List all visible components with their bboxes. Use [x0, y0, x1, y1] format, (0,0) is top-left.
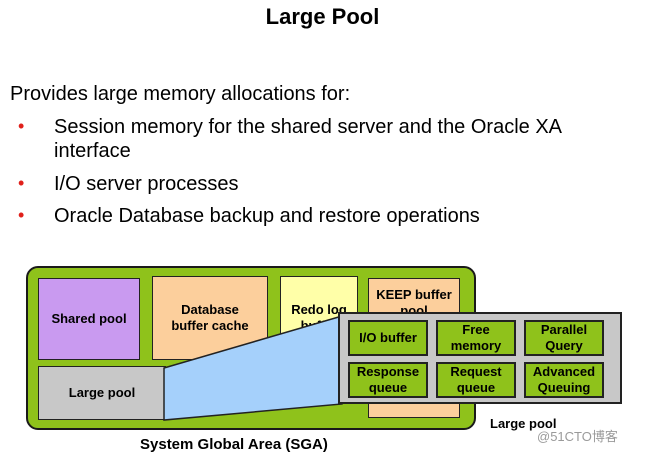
bullet-text: I/O server processes [54, 173, 239, 195]
bullet-item: • Session memory for the shared server a… [18, 115, 634, 163]
bullet-text: Oracle Database backup and restore opera… [54, 205, 480, 227]
request-queue-box: Request queue [436, 362, 516, 398]
bullet-dot-icon: • [18, 116, 25, 136]
shared-pool-box: Shared pool [38, 278, 140, 360]
io-buffer-box: I/O buffer [348, 320, 428, 356]
bullet-item: • I/O server processes [18, 172, 634, 196]
zoom-wedge-shape [163, 314, 343, 421]
free-memory-box: Free memory [436, 320, 516, 356]
large-pool-detail: I/O buffer Free memory Parallel Query Re… [338, 312, 622, 404]
watermark: @51CTO博客 [537, 429, 618, 444]
slide-title: Large Pool [265, 4, 380, 29]
large-pool-box: Large pool [38, 366, 166, 420]
database-buffer-cache-box: Database buffer cache [152, 276, 268, 360]
sga-label: System Global Area (SGA) [140, 436, 328, 453]
parallel-query-box: Parallel Query [524, 320, 604, 356]
large-pool-detail-label: Large pool [490, 416, 557, 431]
bullet-text: Session memory for the shared server and… [54, 116, 561, 162]
bullet-item: • Oracle Database backup and restore ope… [18, 204, 634, 228]
advanced-queuing-box: Advanced Queuing [524, 362, 604, 398]
bullet-dot-icon: • [18, 205, 25, 225]
response-queue-box: Response queue [348, 362, 428, 398]
intro-text: Provides large memory allocations for: [10, 83, 351, 105]
bullet-dot-icon: • [18, 173, 25, 193]
